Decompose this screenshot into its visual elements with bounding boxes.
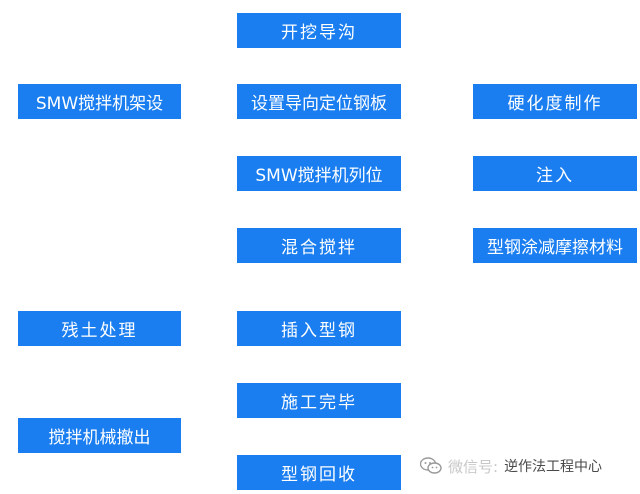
step-remove-mixer: 搅拌机械撤出	[18, 418, 181, 453]
step-soil-disposal: 残土处理	[18, 311, 181, 346]
step-mixer-setup: SMW搅拌机架设	[18, 84, 181, 119]
watermark-text: 逆作法工程中心	[504, 459, 603, 475]
step-mixer-positioning: SMW搅拌机列位	[237, 156, 401, 191]
step-excavate-guide-trench: 开挖导沟	[237, 13, 401, 48]
step-insert-steel: 插入型钢	[237, 311, 401, 346]
wechat-icon	[419, 457, 442, 475]
step-mixing: 混合搅拌	[237, 228, 401, 263]
step-hardening-preparation: 硬化度制作	[473, 84, 637, 119]
step-set-guide-plate: 设置导向定位钢板	[237, 84, 401, 119]
watermark-prefix: 微信号:	[448, 457, 499, 476]
watermark: 微信号: 逆作法工程中心	[419, 452, 632, 480]
step-steel-friction-coating: 型钢涂减摩擦材料	[473, 228, 637, 263]
step-steel-recovery: 型钢回收	[237, 455, 401, 490]
step-construction-complete: 施工完毕	[237, 383, 401, 418]
step-injection: 注入	[473, 156, 637, 191]
